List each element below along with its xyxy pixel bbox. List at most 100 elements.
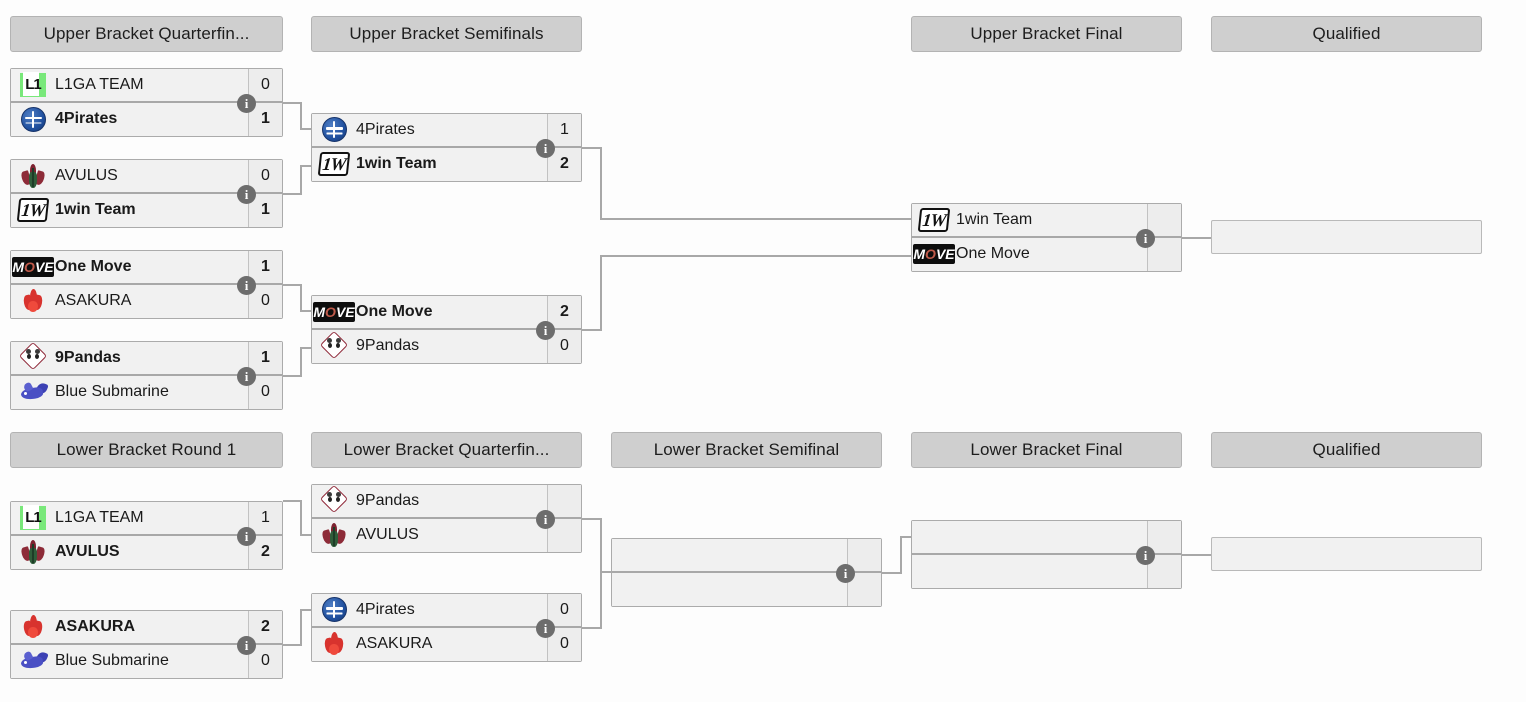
bracket-connector: [283, 644, 302, 646]
team-logo-1win-icon: 1W: [917, 207, 951, 233]
bracket-connector: [582, 147, 602, 149]
team-name: 1win Team: [55, 201, 136, 219]
match-row[interactable]: AVULUS: [312, 518, 581, 552]
round-header-lb-q: Qualified: [1211, 432, 1482, 468]
match-lbf1[interactable]: i: [911, 520, 1182, 589]
match-info-icon[interactable]: i: [536, 138, 555, 158]
team-score: 1: [248, 502, 282, 534]
team-logo-bluesub-icon: [18, 379, 49, 405]
match-info-icon[interactable]: i: [237, 93, 256, 113]
team-logo-9pandas-icon: [319, 485, 349, 514]
team-logo-bluesub-icon: [18, 648, 49, 674]
match-info-icon[interactable]: i: [237, 635, 256, 655]
team-name: AVULUS: [55, 543, 120, 561]
bracket-connector: [300, 128, 311, 130]
match-row[interactable]: AVULUS 0: [11, 160, 282, 194]
bracket-connector: [600, 255, 602, 331]
bracket-connector: [582, 518, 602, 520]
team-score: 0: [248, 160, 282, 192]
match-info-icon[interactable]: i: [1136, 545, 1155, 565]
match-row[interactable]: [912, 521, 1181, 555]
team-name: ASAKURA: [356, 635, 433, 653]
team-name: ASAKURA: [55, 292, 132, 310]
qual-upper-slot[interactable]: [1211, 220, 1482, 254]
team-score: [1147, 204, 1181, 236]
bracket-connector: [283, 102, 302, 104]
round-header-label: Upper Bracket Final: [970, 24, 1123, 43]
match-info-icon[interactable]: i: [536, 618, 555, 638]
team-name: 9Pandas: [356, 491, 420, 509]
match-lbsf1[interactable]: i: [611, 538, 882, 607]
team-logo-empty: [619, 576, 649, 602]
team-logo-asakura-icon: [319, 631, 349, 657]
round-header-ub-qf: Upper Bracket Quarterfin...: [10, 16, 283, 52]
team-name: AVULUS: [356, 526, 419, 544]
team-score: 0: [248, 375, 282, 409]
team-name: One Move: [956, 245, 1030, 263]
team-score: 2: [248, 611, 282, 643]
match-row[interactable]: 9Pandas: [312, 485, 581, 519]
qual-lower-slot[interactable]: [1211, 537, 1482, 571]
round-header-label: Qualified: [1312, 440, 1381, 459]
match-info-icon[interactable]: i: [536, 320, 555, 340]
match-info-icon[interactable]: i: [237, 366, 256, 386]
team-score: [1147, 521, 1181, 553]
match-info-icon[interactable]: i: [237, 526, 256, 546]
bracket-connector: [300, 609, 311, 611]
team-logo-empty: [919, 524, 949, 550]
match-info-icon[interactable]: i: [1136, 228, 1155, 248]
round-header-label: Lower Bracket Round 1: [56, 440, 237, 459]
team-score: 0: [547, 627, 581, 661]
match-row[interactable]: [612, 539, 881, 573]
bracket-connector: [882, 572, 902, 574]
match-row[interactable]: ASAKURA 0: [312, 627, 581, 661]
match-info-icon[interactable]: i: [237, 275, 256, 295]
round-header-label: Lower Bracket Semifinal: [653, 440, 840, 459]
match-info-icon[interactable]: i: [237, 184, 256, 204]
round-header-ub-sf: Upper Bracket Semifinals: [311, 16, 582, 52]
team-score: 1: [248, 342, 282, 374]
match-row[interactable]: [612, 572, 881, 606]
match-row[interactable]: [912, 554, 1181, 588]
team-score: 0: [547, 594, 581, 626]
team-name: One Move: [356, 302, 433, 320]
team-name: AVULUS: [55, 166, 118, 184]
round-header-label: Upper Bracket Semifinals: [349, 24, 544, 43]
match-info-icon[interactable]: i: [536, 509, 555, 529]
round-header-ub-q: Qualified: [1211, 16, 1482, 52]
bracket-connector: [600, 518, 602, 573]
match-info-icon[interactable]: i: [836, 563, 855, 583]
